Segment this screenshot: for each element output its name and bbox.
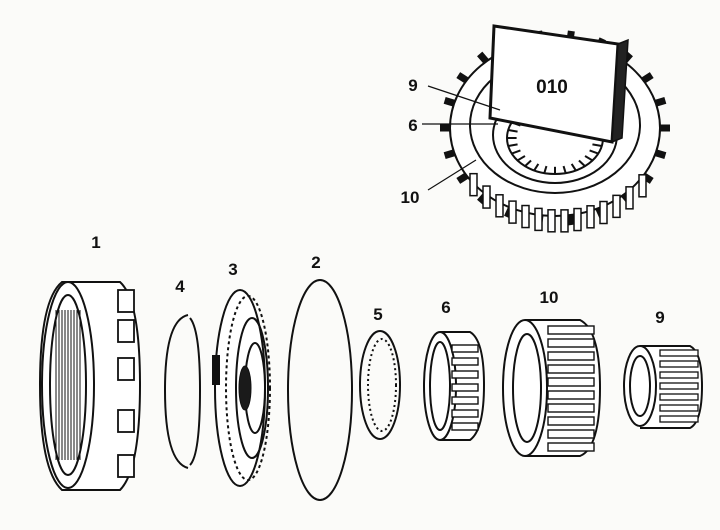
part-10-splines [547,325,595,452]
detail-inset: 010 9 6 10 [401,24,670,233]
part-9-teeth [659,349,699,423]
part-6-roller-cage [423,331,486,441]
drum-skirt-tooth [521,204,530,229]
part-5-thrust-bearing [359,330,401,440]
leader-line-10 [427,159,477,191]
drum-skirt-tooth [586,205,595,229]
inner-spline [524,159,532,167]
gear-tooth [659,360,699,368]
inner-spline [516,155,526,162]
drum-tooth [456,72,469,84]
drum-tooth [641,72,654,84]
drum-tooth [654,149,667,159]
gear-tooth [659,393,699,401]
drum-skirt-tooth [469,172,478,197]
leader-line-9 [427,85,501,111]
hub-spline [547,351,595,361]
callout-9-label: 9 [408,76,417,95]
part-3-sprag-assembly [212,289,271,487]
drum-skirt-tooth [625,186,634,210]
inner-spline [533,163,540,171]
part-3-label: 3 [228,260,237,279]
drum-tooth [443,149,456,159]
cage-roller [451,370,479,379]
hub-spline [547,325,595,335]
part-10-splined-hub [502,319,602,457]
inner-spline [570,163,577,171]
inner-spline [584,155,594,162]
drum-skirt-tooth [508,200,517,224]
gear-tooth [659,382,699,390]
drum-lug [117,289,135,313]
part-2-label: 2 [311,253,320,272]
part-1-drum [38,281,142,491]
drum-skirt-tooth [560,209,569,233]
drum-tooth [477,51,489,64]
drum-skirt-tooth [534,207,543,232]
inner-spline [508,129,518,133]
drum-skirt-tooth [599,200,608,225]
drum-tooth [443,97,456,107]
inner-spline [543,165,548,174]
drum-skirt-tooth [612,194,621,219]
part-9-label: 9 [655,308,664,327]
drum-tooth [456,172,469,184]
part-4-snap-ring [163,314,202,469]
part-4-label: 4 [175,277,185,296]
part-6-label: 6 [441,298,450,317]
hub-spline [547,403,595,413]
hub-spline [547,364,595,374]
hub-spline [547,338,595,348]
inner-spline [592,143,602,147]
hub-spline [547,429,595,439]
part-1-label: 1 [91,233,100,252]
cage-roller [451,383,479,392]
cage-roller [451,409,479,418]
detail-drum-teeth [440,30,670,233]
hub-spline [547,390,595,400]
inner-spline [508,143,518,147]
inner-spline [511,149,521,155]
inner-spline [578,159,586,167]
drum-skirt-tooth [495,194,504,218]
hub-spline [547,377,595,387]
tool-plate: 010 [488,24,629,144]
gear-tooth [659,404,699,412]
tool-label: 010 [536,77,568,98]
part-1-lugs [117,289,135,478]
cage-roller [451,357,479,366]
drum-lug [117,409,135,433]
gear-tooth [659,371,699,379]
part-2-large-ring [287,279,353,501]
cage-roller [451,344,479,353]
inner-spline [562,165,567,174]
part-6-rollers [451,344,479,431]
callout-10-label: 10 [401,188,420,207]
hub-spline [547,416,595,426]
part-10-label: 10 [540,288,559,307]
inner-spline [589,149,599,155]
drum-lug [117,319,135,343]
drum-skirt-tooth [573,207,582,232]
part-5-label: 5 [373,305,382,324]
gear-tooth [659,349,699,357]
drum-lug [117,357,135,381]
drum-tooth [566,214,575,226]
part-9-small-gear [623,345,704,429]
cage-roller [451,422,479,431]
gear-tooth [659,415,699,423]
cage-roller [451,396,479,405]
callout-6-label: 6 [408,116,417,135]
hub-spline [547,442,595,452]
drum-skirt-tooth [638,174,647,198]
part-1-internal-splines [55,310,81,460]
drum-tooth [654,97,667,107]
drum-skirt-tooth [547,209,556,233]
drum-skirt-tooth [482,185,491,209]
drum-lug [117,454,135,478]
